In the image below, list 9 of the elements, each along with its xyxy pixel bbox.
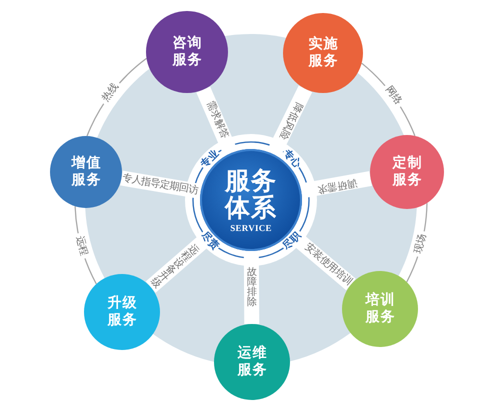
hub-subtitle: SERVICE bbox=[230, 223, 272, 233]
service-label: 培训服务 bbox=[364, 292, 396, 326]
service-label: 增值服务 bbox=[70, 154, 102, 190]
service-label: 运维服务 bbox=[236, 344, 268, 380]
service-label: 升级服务 bbox=[106, 294, 138, 330]
service-label: 咨询服务 bbox=[171, 34, 204, 70]
hub-title: 服务体系 bbox=[224, 167, 278, 221]
service-label: 实施服务 bbox=[307, 36, 340, 70]
service-label: 定制服务 bbox=[391, 154, 424, 190]
